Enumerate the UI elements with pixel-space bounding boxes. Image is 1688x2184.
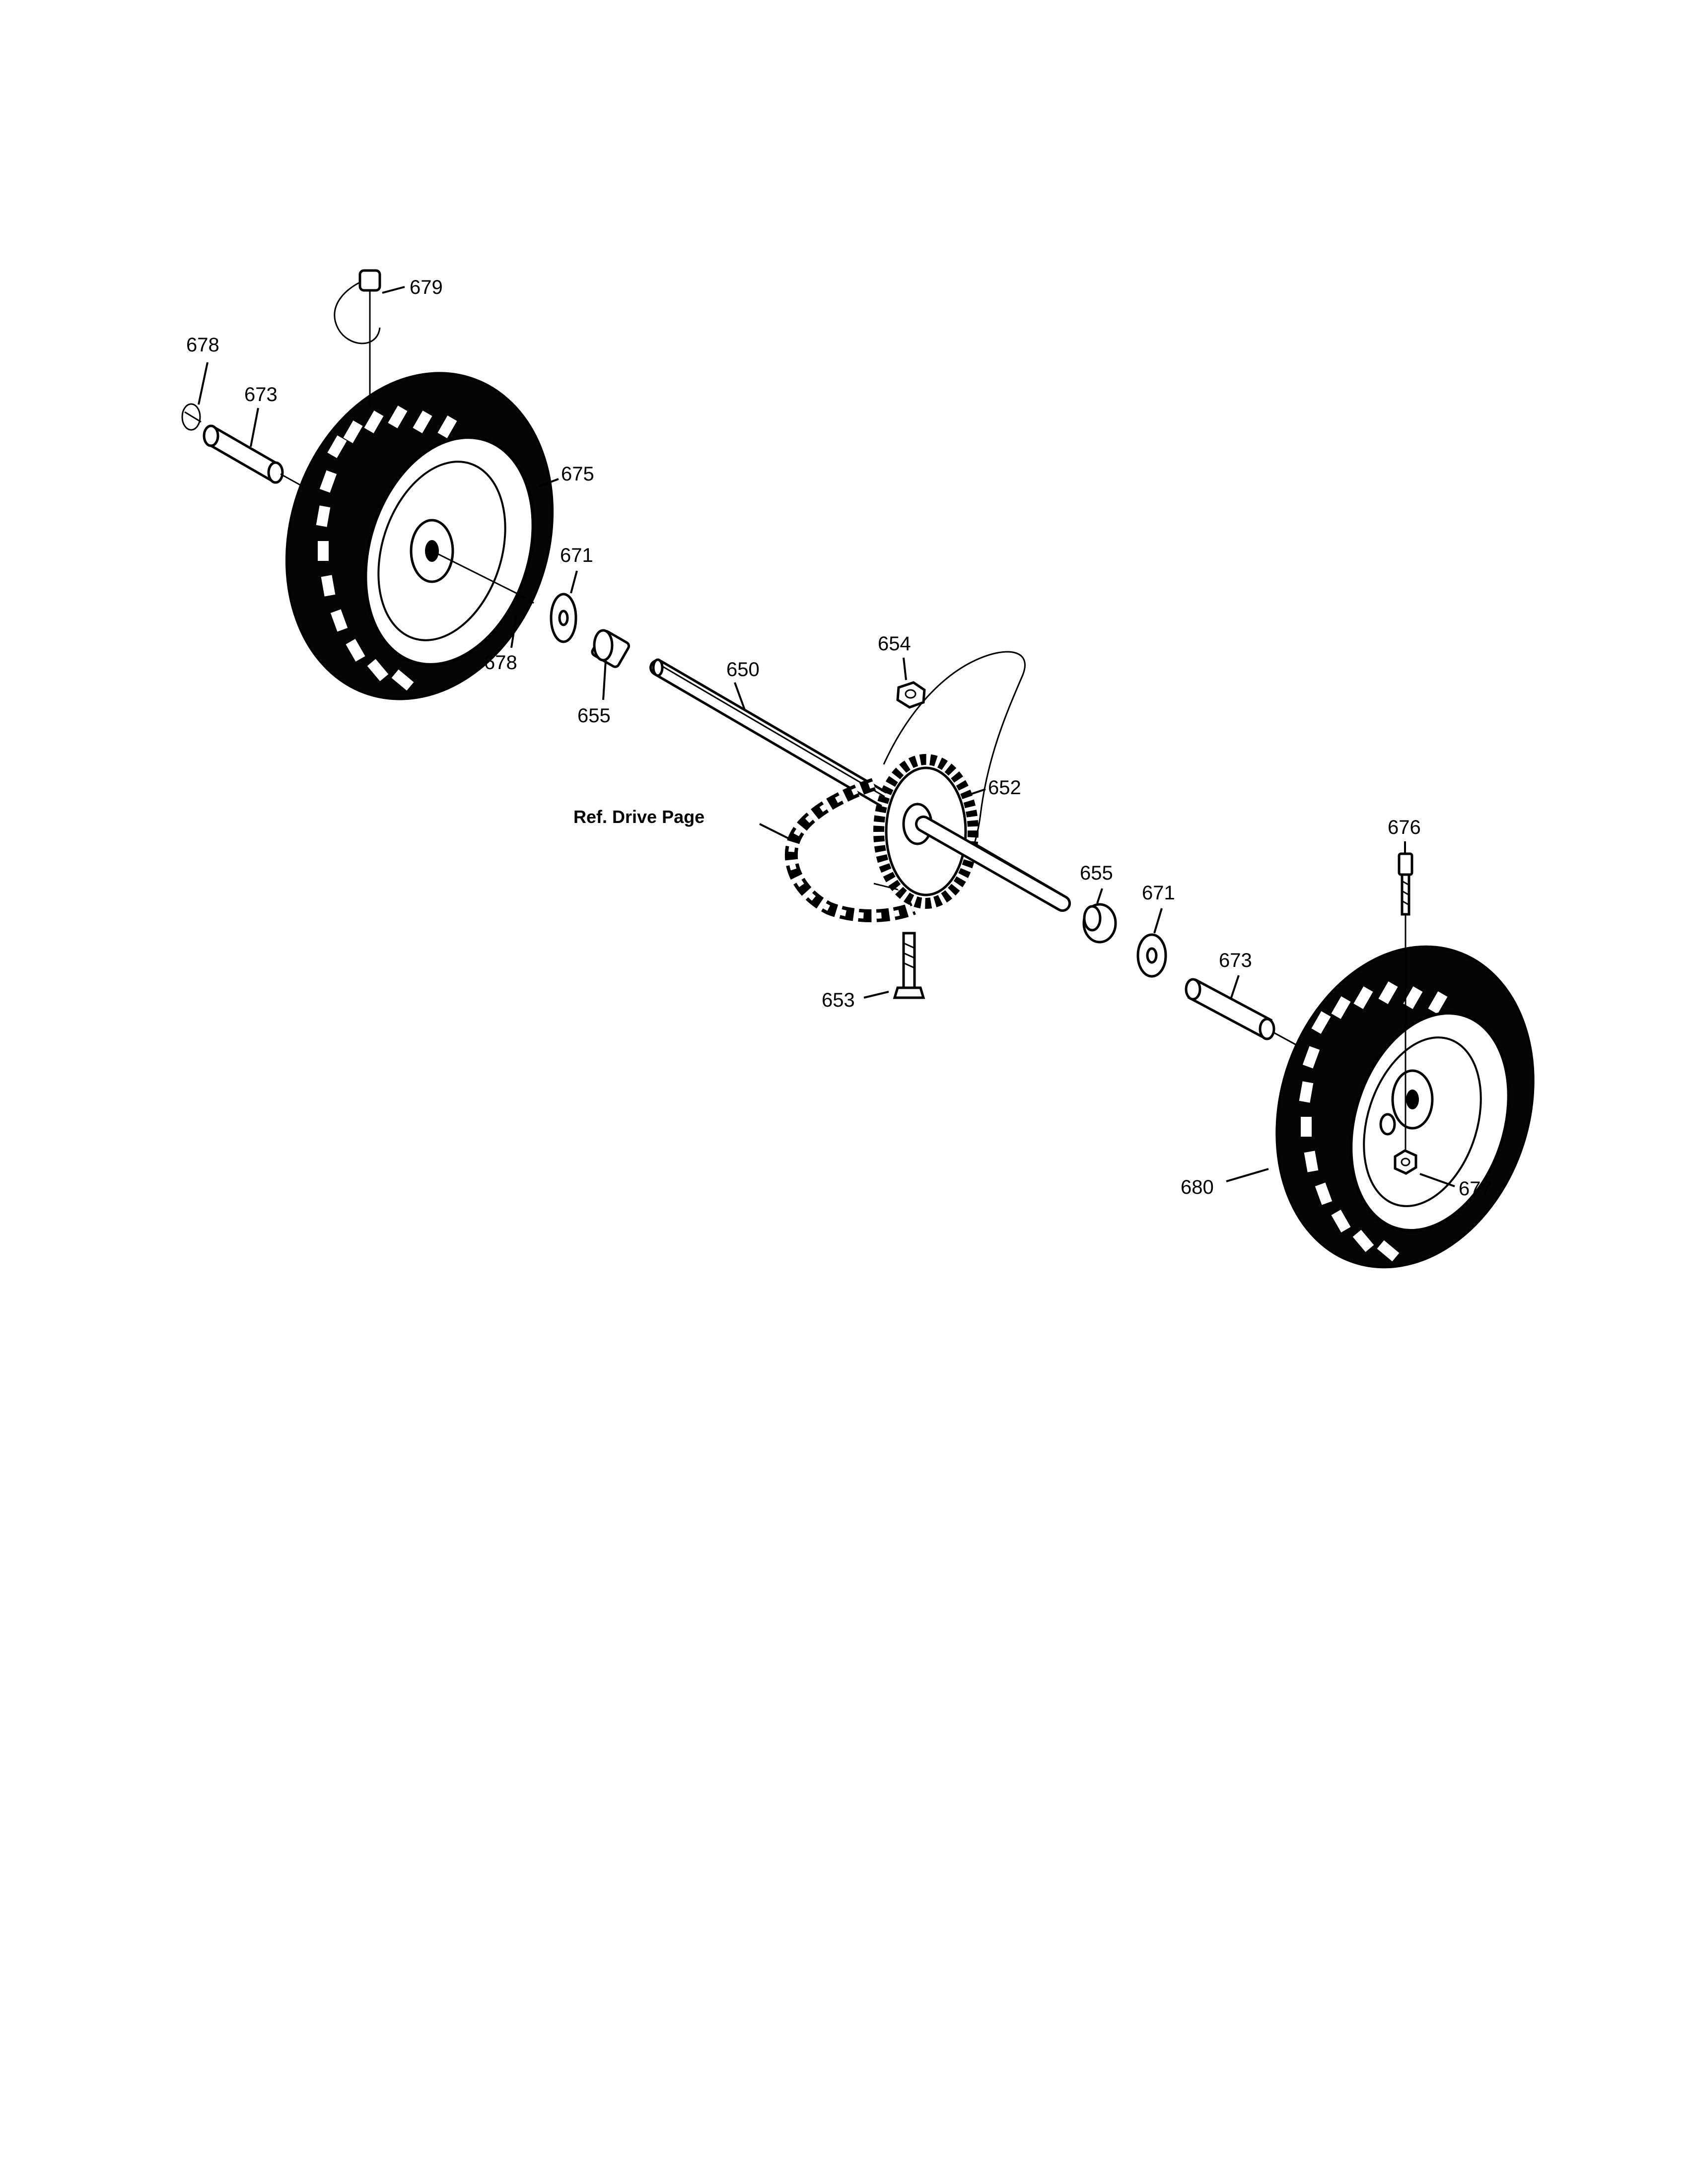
callout-652: 652 [988,777,1021,799]
bolt-676 [1398,852,1413,1157]
callout-675: 675 [561,463,594,485]
washer-671-right [1136,933,1167,978]
callout-679: 679 [410,276,443,298]
callout-671-right: 671 [1142,882,1175,904]
callout-655-left: 655 [577,705,611,727]
bushing-655-right [1082,903,1117,944]
nut-677 [1394,1149,1417,1175]
callout-673-right: 673 [1219,950,1252,971]
left-tire-tread [316,406,457,691]
bolt-653 [893,932,925,999]
callout-654: 654 [878,633,911,655]
callout-680: 680 [1181,1176,1214,1198]
callout-678-left: 678 [186,334,219,356]
callout-653: 653 [822,989,855,1011]
callout-ref-drive-page: Ref. Drive Page [573,807,704,827]
spacer-673-right [1185,978,1275,1040]
callout-678-right: 678 [484,652,517,674]
callout-673-left: 673 [244,384,278,406]
callout-676: 676 [1388,817,1421,838]
callout-650: 650 [726,659,760,681]
clip-678-left [181,403,202,431]
callout-655-right: 655 [1080,862,1113,884]
nut-654 [896,681,926,709]
lynch-pin-679 [334,269,381,407]
callout-671-left: 671 [560,545,593,566]
leader-lines [198,286,1455,1187]
right-tire-tread [1299,981,1448,1262]
drive-chain [784,778,916,922]
spacer-673-left [203,424,284,484]
left-wheel-675 [285,372,554,700]
washer-671-left [550,593,577,643]
bushing-655-left [591,629,631,668]
callout-677: 677 [1459,1178,1492,1200]
